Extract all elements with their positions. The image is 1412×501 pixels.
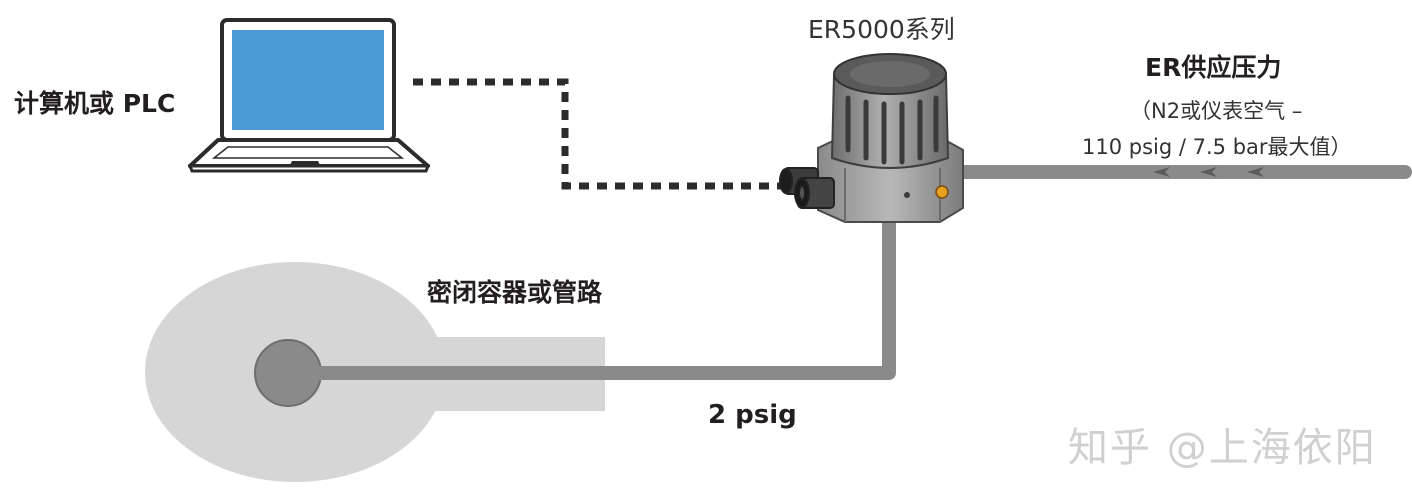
laptop-icon xyxy=(187,18,431,173)
supply-pressure-note-line1: （N2或仪表空气 – xyxy=(1130,99,1303,123)
pressure-controller-icon xyxy=(779,53,964,223)
feedback-pipe xyxy=(292,220,896,380)
supply-pressure-title: ER供应压力 xyxy=(1145,53,1282,82)
arrow-left-icon xyxy=(1247,167,1264,177)
arrow-left-icon xyxy=(1153,167,1170,177)
device-label: ER5000系列 xyxy=(808,15,955,44)
arrow-left-icon xyxy=(1200,167,1217,177)
flow-arrows xyxy=(1153,167,1264,177)
signal-line xyxy=(413,78,785,190)
supply-pressure-note-line2: 110 psig / 7.5 bar最大值） xyxy=(1082,135,1352,159)
pressure-label: 2 psig xyxy=(708,400,797,430)
watermark: 知乎 @上海依阳 xyxy=(1068,425,1377,471)
vessel-label: 密闭容器或管路 xyxy=(427,278,603,307)
computer-label: 计算机或 PLC xyxy=(14,89,176,118)
